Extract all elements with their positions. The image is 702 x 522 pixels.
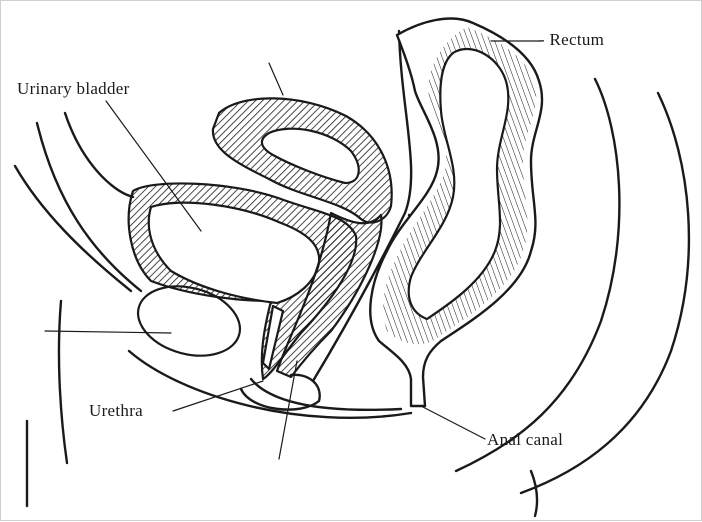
label-anal-canal: Anal canal	[487, 430, 563, 449]
rectum	[370, 19, 542, 406]
label-urinary-bladder: Urinary bladder	[17, 79, 130, 98]
label-urethra: Urethra	[89, 401, 143, 420]
label-rectum: - Rectum	[539, 30, 604, 49]
